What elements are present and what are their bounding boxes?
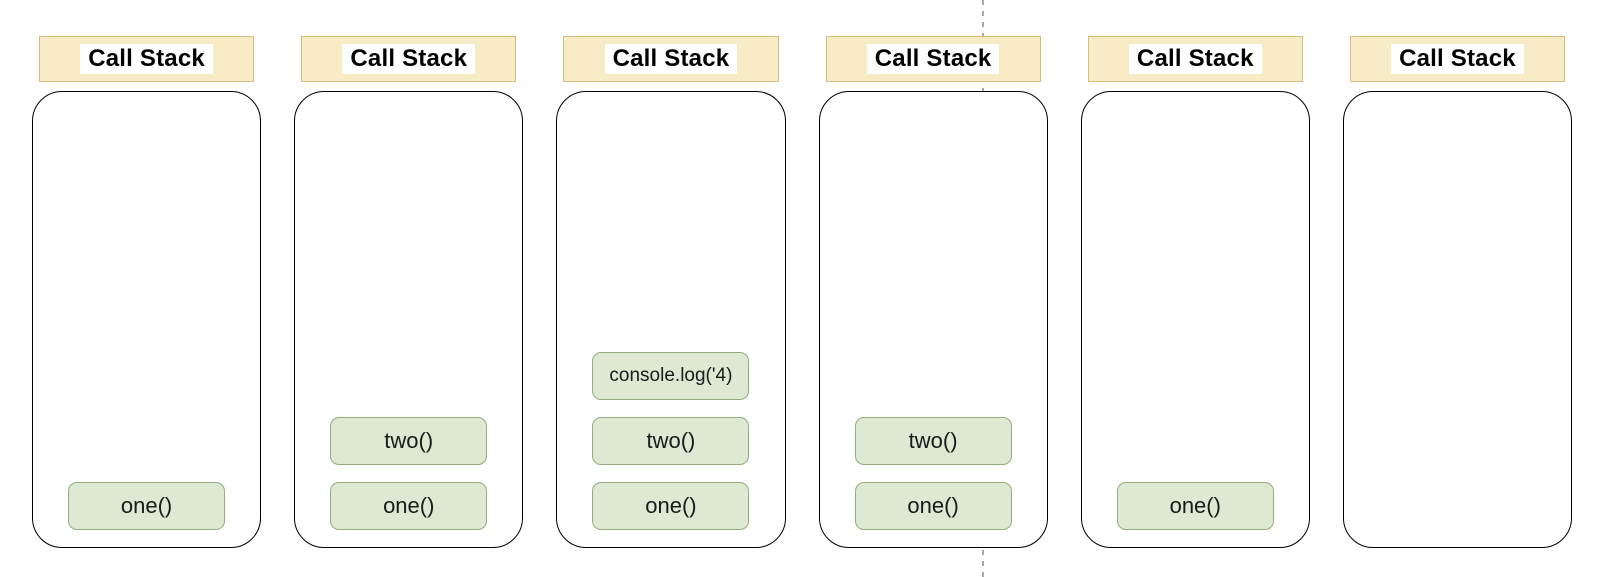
call-stack-header-label: Call Stack <box>866 44 1000 74</box>
call-stack-header-label: Call Stack <box>1391 44 1524 74</box>
call-stack-container: two() one() <box>818 91 1048 548</box>
call-stack-panel-5: Call Stack one() <box>1080 36 1310 548</box>
call-stack-header: Call Stack <box>301 36 517 82</box>
call-stack-header-label: Call Stack <box>1128 44 1262 74</box>
call-stack-header: Call Stack <box>1087 36 1303 82</box>
stack-frame: two() <box>592 417 750 465</box>
call-stack-panel-4: Call Stack two() one() <box>818 36 1048 548</box>
call-stack-panels-row: Call Stack one() Call Stack two() one() … <box>0 36 1600 548</box>
stack-frame: one() <box>330 482 488 530</box>
call-stack-container: console.log('4) two() one() <box>556 91 786 548</box>
call-stack-container: two() one() <box>294 91 524 548</box>
call-stack-header-label: Call Stack <box>342 44 476 74</box>
call-stack-header: Call Stack <box>563 36 779 82</box>
call-stack-header: Call Stack <box>39 36 255 82</box>
stack-frame: two() <box>854 417 1012 465</box>
stack-frame: one() <box>1116 482 1274 530</box>
stack-frame: one() <box>854 482 1012 530</box>
call-stack-header: Call Stack <box>1349 36 1566 82</box>
stack-frame: one() <box>592 482 750 530</box>
call-stack-panel-3: Call Stack console.log('4) two() one() <box>556 36 786 548</box>
call-stack-header: Call Stack <box>825 36 1041 82</box>
call-stack-panel-1: Call Stack one() <box>32 36 262 548</box>
stack-frame: console.log('4) <box>592 352 750 400</box>
call-stack-container <box>1342 91 1573 548</box>
call-stack-panel-2: Call Stack two() one() <box>294 36 524 548</box>
call-stack-header-label: Call Stack <box>604 44 738 74</box>
stack-frame: one() <box>68 482 226 530</box>
call-stack-container: one() <box>32 91 262 548</box>
stack-frame: two() <box>330 417 488 465</box>
call-stack-container: one() <box>1080 91 1310 548</box>
call-stack-panel-6: Call Stack <box>1342 36 1573 548</box>
call-stack-header-label: Call Stack <box>80 44 213 74</box>
